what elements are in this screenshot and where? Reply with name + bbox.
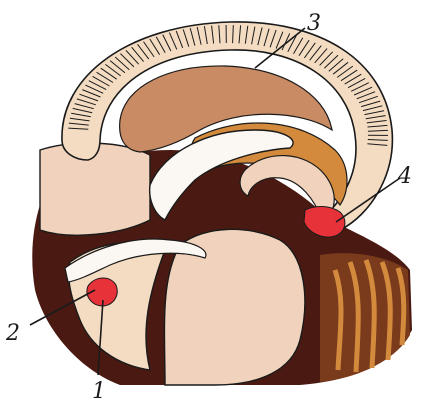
label-1: 1 — [92, 379, 106, 404]
label-2: 2 — [5, 321, 20, 346]
cortex-tick — [233, 25, 234, 43]
label-3: 3 — [307, 11, 321, 36]
label-4: 4 — [397, 164, 412, 189]
